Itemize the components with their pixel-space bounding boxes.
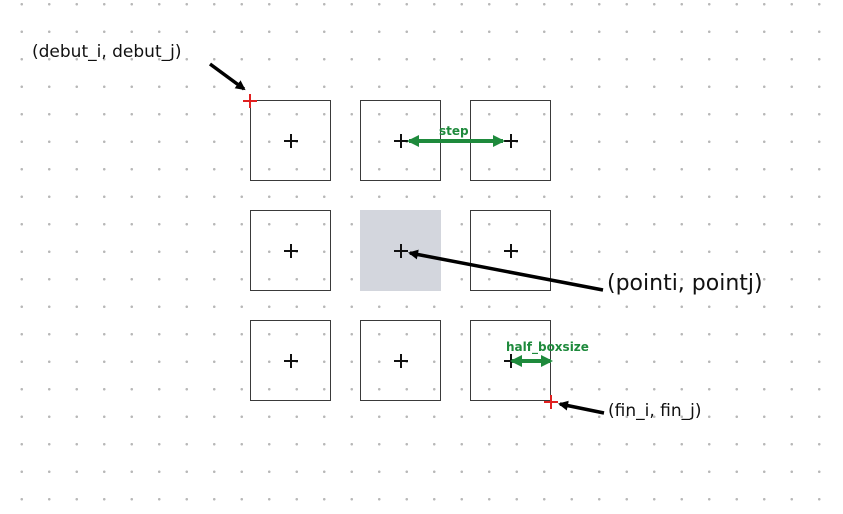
center-cross-1-1 [394,244,408,258]
grid-box-1-2 [470,210,551,291]
center-cross-0-1 [394,134,408,148]
point-label: (pointi, pointj) [607,271,763,296]
fin-label: (fin_i, fin_j) [608,401,702,421]
center-cross-0-0 [284,134,298,148]
center-cross-2-0 [284,354,298,368]
grid-box-2-0 [250,320,331,401]
debut-pointer-arrow [208,62,246,91]
grid-box-0-0 [250,100,331,181]
center-cross-2-1 [394,354,408,368]
end-corner-marker [544,395,558,409]
grid-box-1-0 [250,210,331,291]
step-label: step [439,124,469,138]
grid-box-2-1 [360,320,441,401]
center-cross-1-0 [284,244,298,258]
start-corner-marker [243,94,257,108]
center-cross-1-2 [504,244,518,258]
debut-label: (debut_i, debut_j) [32,42,182,62]
point-pointer-arrow [408,249,604,292]
half-boxsize-label: half_boxsize [506,340,589,354]
fin-pointer-arrow [558,400,605,415]
center-cross-0-2 [504,134,518,148]
